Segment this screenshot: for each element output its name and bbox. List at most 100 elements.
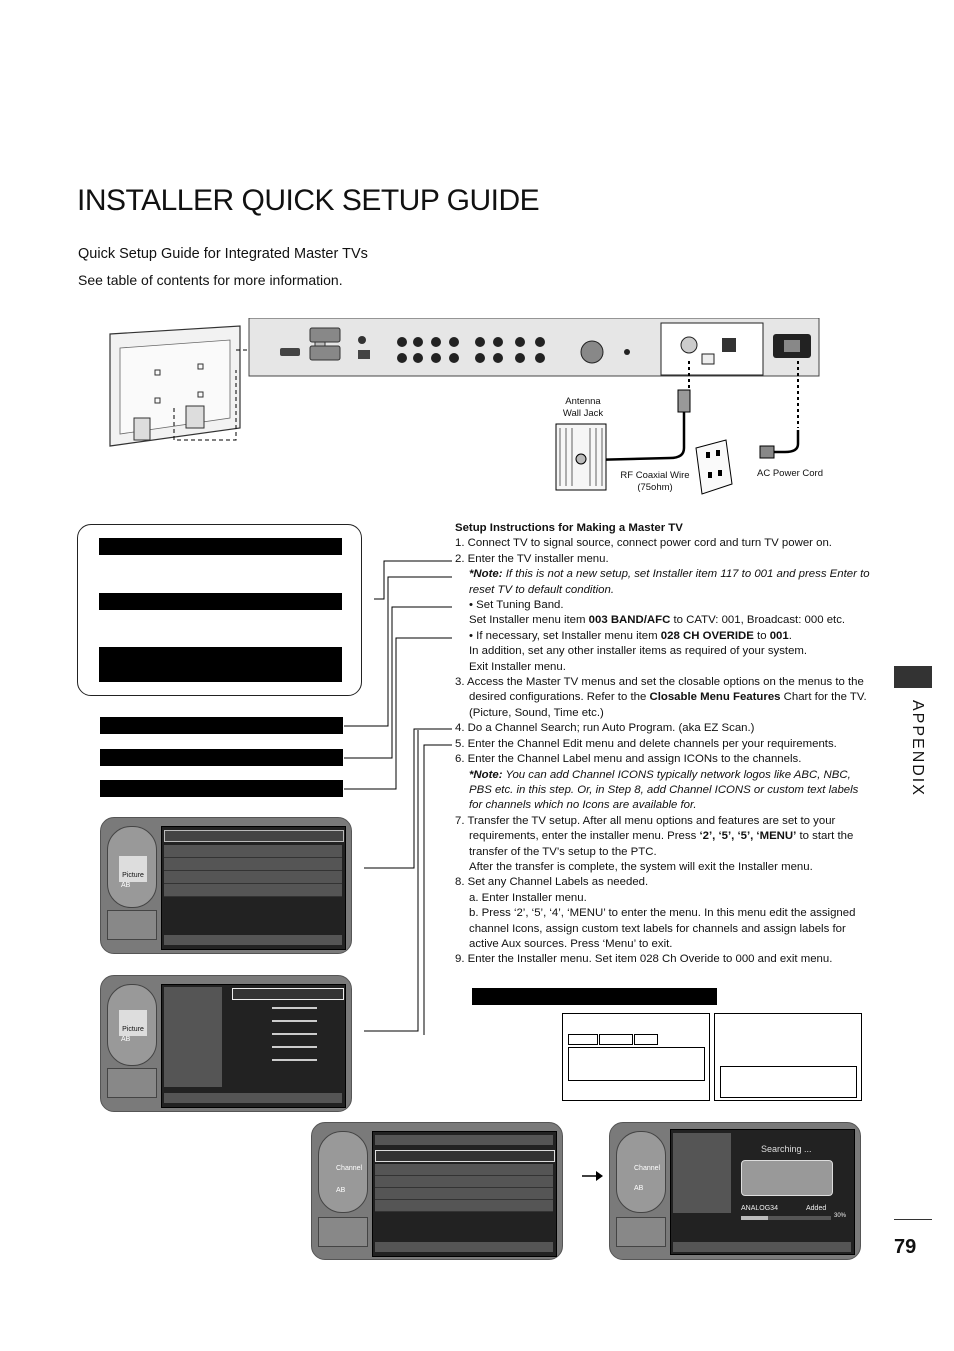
osd-row — [164, 845, 342, 858]
channel-menu-osd: Channel AB — [311, 1122, 563, 1260]
section-subtitle: Quick Setup Guide for Integrated Master … — [78, 246, 368, 262]
osd-left-col — [673, 1133, 731, 1213]
step-1: 1. Connect TV to signal source, connect … — [455, 537, 832, 550]
page-title: INSTALLER QUICK SETUP GUIDE — [77, 184, 540, 217]
osd-slider — [272, 1046, 317, 1048]
menu-dial — [107, 826, 157, 908]
redacted-bar — [100, 717, 343, 734]
osd-row — [375, 1164, 553, 1176]
label-menu-box — [562, 1013, 710, 1101]
osd-slider — [272, 1033, 317, 1035]
osd-slider — [272, 1020, 317, 1022]
label-slot — [599, 1034, 633, 1045]
page-number: 79 — [894, 1236, 917, 1258]
osd-header — [375, 1135, 553, 1145]
osd-screen — [161, 984, 346, 1108]
menu-dial — [616, 1131, 666, 1213]
progress-percent: 30% — [834, 1213, 847, 1219]
picture-menu-osd-1: Picture AB — [100, 817, 352, 954]
menu-dial — [318, 1131, 368, 1213]
redacted-bar — [99, 647, 342, 682]
progress-fill — [741, 1216, 768, 1220]
osd-row — [375, 1188, 553, 1200]
osd-header — [164, 830, 344, 842]
added-readout: Added — [806, 1205, 827, 1212]
osd-row — [164, 871, 342, 884]
osd-left-col — [164, 987, 222, 1087]
connection-diagram — [109, 318, 820, 495]
step-2-bullet-3: In addition, set any other installer ite… — [469, 645, 808, 658]
redacted-bar — [100, 749, 343, 766]
redacted-bar — [99, 538, 342, 555]
ab-icon: AB — [336, 1187, 346, 1194]
step-2-bullet-4: Exit Installer menu. — [469, 660, 566, 673]
osd-selected-item — [375, 1150, 555, 1162]
step-6-note: *Note: You can add Channel ICONS typical… — [469, 768, 859, 812]
instructions-heading: Setup Instructions for Making a Master T… — [455, 522, 683, 534]
page-number-rule — [894, 1219, 932, 1220]
redacted-bar — [100, 780, 343, 797]
step-5: 5. Enter the Channel Edit menu and delet… — [455, 737, 837, 750]
ab-icon: AB — [121, 1036, 131, 1043]
progress-track — [741, 1216, 831, 1220]
arrow-right-icon — [582, 1171, 603, 1181]
step-4: 4. Do a Channel Search; run Auto Program… — [455, 722, 755, 735]
osd-screen: Searching ... ANALOG34 Added 30% — [670, 1129, 855, 1255]
label-slot — [568, 1034, 598, 1045]
osd-selected-item — [232, 988, 344, 1000]
setup-instructions: Setup Instructions for Making a Master T… — [455, 521, 870, 968]
auto-program-osd: Channel AB Searching ... ANALOG34 Added … — [609, 1122, 861, 1260]
picture-menu-osd-2: Picture AB — [100, 975, 352, 1112]
osd-side-tile — [318, 1217, 368, 1247]
redacted-bar — [472, 988, 717, 1005]
appendix-label: APPENDIX — [909, 700, 926, 797]
osd-footer — [375, 1242, 553, 1252]
osd-side-tile — [107, 910, 157, 940]
step-3: 3. Access the Master TV menus and set th… — [455, 676, 867, 719]
step-6: 6. Enter the Channel Label menu and assi… — [455, 753, 802, 766]
ab-icon: AB — [634, 1185, 644, 1192]
picture-icon: Picture — [119, 856, 147, 882]
picture-icon: Picture — [119, 1010, 147, 1036]
ac-cord-label: AC Power Cord — [757, 468, 823, 479]
osd-screen — [161, 826, 346, 950]
step-7-note: After the transfer is complete, the syst… — [469, 860, 813, 873]
step-2-bullet-2: • If necessary, set Installer menu item … — [469, 629, 792, 642]
rf-coax-label: RF Coaxial Wire (75ohm) — [620, 470, 690, 493]
channel-readout: ANALOG34 — [741, 1205, 778, 1212]
step-7: 7. Transfer the TV setup. After all menu… — [455, 814, 854, 858]
info-text-area — [720, 1066, 857, 1098]
section-subnote: See table of contents for more informati… — [78, 272, 343, 288]
osd-row — [375, 1200, 553, 1212]
osd-side-tile — [616, 1217, 666, 1247]
label-text-area — [568, 1047, 705, 1081]
osd-footer — [164, 1093, 342, 1103]
channel-icon: Channel — [336, 1165, 363, 1172]
step-box-group — [77, 524, 362, 696]
search-icon — [741, 1160, 833, 1196]
label-slot — [634, 1034, 658, 1045]
info-box — [714, 1013, 862, 1101]
step-2: 2. Enter the TV installer menu. — [455, 552, 609, 565]
step-8a: a. Enter Installer menu. — [469, 891, 587, 904]
tv-rear-icon — [109, 325, 250, 447]
ab-icon: AB — [121, 882, 131, 889]
step-2-bullet-1a: Set Installer menu item 003 BAND/AFC to … — [469, 614, 846, 627]
appendix-tab-marker — [894, 666, 932, 688]
osd-slider — [272, 1007, 317, 1009]
osd-footer — [164, 935, 342, 945]
redacted-bar — [99, 593, 342, 610]
osd-slider — [272, 1059, 317, 1061]
searching-text: Searching ... — [761, 1144, 812, 1154]
step-8: 8. Set any Channel Labels as needed. — [455, 876, 649, 889]
step-9: 9. Enter the Installer menu. Set item 02… — [455, 953, 833, 966]
step-2-bullet-1: • Set Tuning Band. — [469, 599, 564, 612]
step-8c: channel Icons, assign custom text labels… — [469, 922, 846, 950]
osd-row — [164, 884, 342, 897]
step-2-note: *Note: If this is not a new setup, set I… — [469, 568, 870, 596]
connector-lines — [344, 560, 452, 1035]
osd-screen — [372, 1131, 557, 1257]
antenna-label: Antenna Wall Jack — [562, 396, 604, 419]
step-8b: b. Press ‘2’, ‘5’, ‘4’, ‘MENU’ to enter … — [469, 907, 856, 920]
channel-icon: Channel — [634, 1165, 661, 1172]
